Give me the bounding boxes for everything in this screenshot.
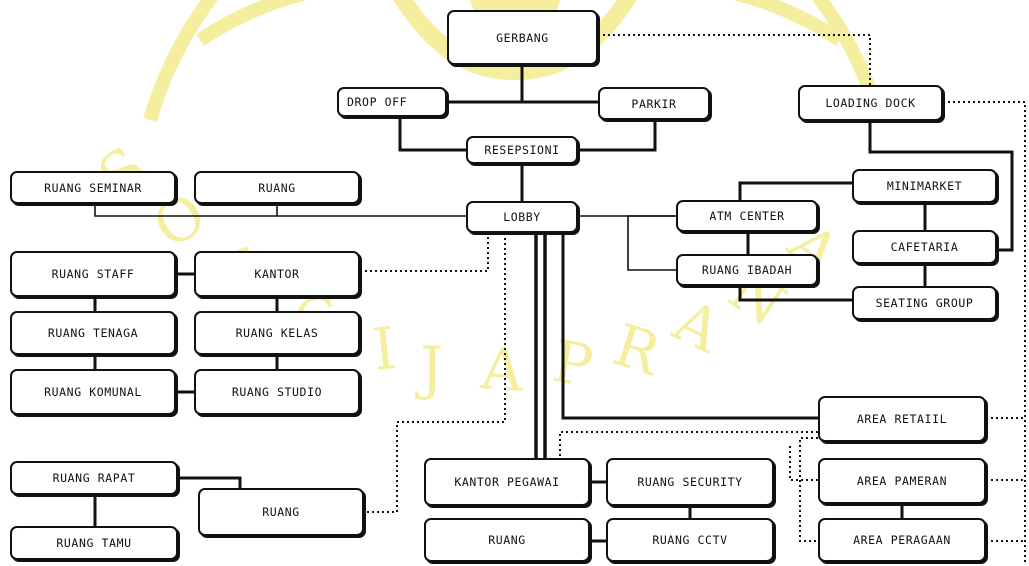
node-ruang-3[interactable]: RUANG xyxy=(424,518,590,562)
node-cafetaria[interactable]: CAFETARIA xyxy=(852,230,997,264)
connector-seminar-lobby xyxy=(94,204,466,217)
node-drop-off-label: DROP OFF xyxy=(347,95,408,109)
node-kantor-pegawai-label: KANTOR PEGAWAI xyxy=(454,475,560,489)
node-ruang-staff[interactable]: RUANG STAFF xyxy=(10,251,176,297)
node-ruang-seminar[interactable]: RUANG SEMINAR xyxy=(10,171,176,204)
node-area-retail[interactable]: AREA RETAIIL xyxy=(818,396,986,442)
node-gerbang-label: GERBANG xyxy=(496,30,549,45)
node-kantor-pegawai[interactable]: KANTOR PEGAWAI xyxy=(424,458,590,506)
node-ruang-tenaga-label: RUANG TENAGA xyxy=(47,326,139,340)
node-area-peragaan[interactable]: AREA PERAGAAN xyxy=(818,518,986,562)
connector-dropoff-resepsioni xyxy=(398,117,466,152)
node-area-peragaan-label: AREA PERAGAAN xyxy=(853,533,951,547)
thin-connectors xyxy=(94,204,676,271)
node-ruang-seminar-label: RUANG SEMINAR xyxy=(44,180,142,195)
node-area-pameran[interactable]: AREA PAMERAN xyxy=(818,458,986,504)
node-ruang-cctv[interactable]: RUANG CCTV xyxy=(606,518,774,562)
node-loading-dock[interactable]: LOADING DOCK xyxy=(798,85,943,121)
node-atm-center[interactable]: ATM CENTER xyxy=(676,200,818,232)
node-ruang-2[interactable]: RUANG xyxy=(198,488,364,536)
node-ruang-komunal-label: RUANG KOMUNAL xyxy=(44,385,142,399)
svg-text:J: J xyxy=(415,334,443,402)
svg-text:P: P xyxy=(548,327,598,401)
node-ruang-rapat[interactable]: RUANG RAPAT xyxy=(10,461,178,495)
svg-text:R: R xyxy=(606,311,671,390)
node-seating-group[interactable]: SEATING GROUP xyxy=(852,286,997,320)
node-ruang-studio[interactable]: RUANG STUDIO xyxy=(194,369,360,415)
node-area-pameran-label: AREA PAMERAN xyxy=(856,474,948,488)
connector-kantor-lobby xyxy=(360,233,489,272)
node-atm-center-label: ATM CENTER xyxy=(709,209,785,223)
node-seating-group-label: SEATING GROUP xyxy=(875,296,974,310)
connector-ibadah-seating xyxy=(738,286,852,302)
node-cafetaria-label: CAFETARIA xyxy=(890,240,959,254)
connector-parkir-resepsioni xyxy=(578,120,657,152)
node-ruang-2-label: RUANG xyxy=(262,505,300,519)
node-area-retail-label: AREA RETAIIL xyxy=(856,412,948,426)
node-ruang-tamu-label: RUANG TAMU xyxy=(56,536,132,550)
node-ruang-cctv-label: RUANG CCTV xyxy=(652,533,728,547)
svg-text:A: A xyxy=(663,286,732,366)
node-ruang-ibadah[interactable]: RUANG IBADAH xyxy=(676,254,818,286)
svg-text:I: I xyxy=(369,314,399,384)
node-lobby-label: LOBBY xyxy=(503,210,541,224)
node-minimarket-label: MINIMARKET xyxy=(886,179,963,193)
node-parkir[interactable]: PARKIR xyxy=(598,87,710,120)
node-ruang-komunal[interactable]: RUANG KOMUNAL xyxy=(10,369,176,415)
node-ruang-rapat-label: RUANG RAPAT xyxy=(52,471,136,485)
node-loading-dock-label: LOADING DOCK xyxy=(825,96,916,110)
node-ruang-1[interactable]: RUANG xyxy=(194,171,360,204)
node-ruang-studio-label: RUANG STUDIO xyxy=(231,385,323,399)
node-ruang-kelas[interactable]: RUANG KELAS xyxy=(194,311,360,355)
connector-minimarket-atm xyxy=(738,181,852,200)
node-ruang-security[interactable]: RUANG SECURITY xyxy=(606,458,774,506)
connector-rapat-ruang2 xyxy=(178,476,242,488)
connector-retail-bus-c xyxy=(789,446,818,481)
svg-text:A: A xyxy=(478,334,527,405)
node-kantor-label: KANTOR xyxy=(254,267,300,281)
node-ruang-tamu[interactable]: RUANG TAMU xyxy=(10,526,178,560)
node-parkir-label: PARKIR xyxy=(631,96,677,111)
node-gerbang[interactable]: GERBANG xyxy=(447,10,598,65)
node-ruang-tenaga[interactable]: RUANG TENAGA xyxy=(10,311,176,355)
connector-retail-bus xyxy=(559,431,818,458)
node-kantor[interactable]: KANTOR xyxy=(194,251,360,297)
node-minimarket[interactable]: MINIMARKET xyxy=(852,169,997,203)
connector-gerbang-loading xyxy=(598,34,871,85)
node-drop-off[interactable]: DROP OFF xyxy=(337,87,447,117)
node-ruang-kelas-label: RUANG KELAS xyxy=(235,326,319,340)
node-ruang-staff-label: RUANG STAFF xyxy=(51,267,135,281)
node-lobby[interactable]: LOBBY xyxy=(466,201,578,233)
node-ruang-3-label: RUANG xyxy=(488,533,526,547)
connector-atm-ibadah-left xyxy=(627,215,676,271)
node-ruang-1-label: RUANG xyxy=(258,180,296,195)
node-ruang-security-label: RUANG SECURITY xyxy=(637,475,743,489)
node-resepsioni-label: RESEPSIONI xyxy=(484,143,560,157)
node-resepsioni[interactable]: RESEPSIONI xyxy=(466,136,578,164)
node-ruang-ibadah-label: RUANG IBADAH xyxy=(701,263,793,277)
connector-retail-bus-b xyxy=(799,437,818,542)
